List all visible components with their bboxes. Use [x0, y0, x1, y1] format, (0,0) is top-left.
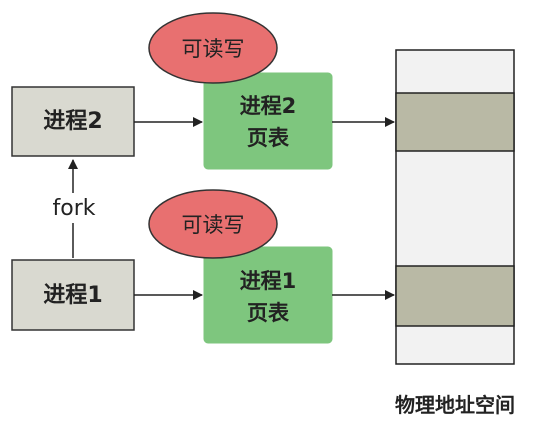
process-2-box [11, 86, 135, 157]
memory-block-top [395, 92, 515, 152]
fork-label-bg [46, 193, 102, 223]
page-table-2-box [203, 72, 333, 170]
process-1-box [11, 259, 135, 331]
fork-label: fork [53, 196, 96, 221]
page-table-2-line1: 进程2 [240, 94, 297, 118]
permission-label-2: 可读写 [182, 37, 245, 61]
page-table-1-box [203, 246, 333, 344]
memory-label: 物理地址空间 [395, 393, 515, 417]
page-table-2-line2: 页表 [247, 126, 290, 150]
page-table-1-line2: 页表 [247, 301, 290, 325]
page-table-1-line1: 进程1 [240, 269, 297, 293]
permission-ellipse-2 [148, 12, 278, 84]
memory-block-bottom [395, 265, 515, 327]
permission-label-1: 可读写 [182, 213, 245, 237]
process-2-label: 进程2 [43, 109, 102, 134]
process-1-label: 进程1 [43, 283, 102, 308]
permission-ellipse-1 [148, 189, 278, 259]
